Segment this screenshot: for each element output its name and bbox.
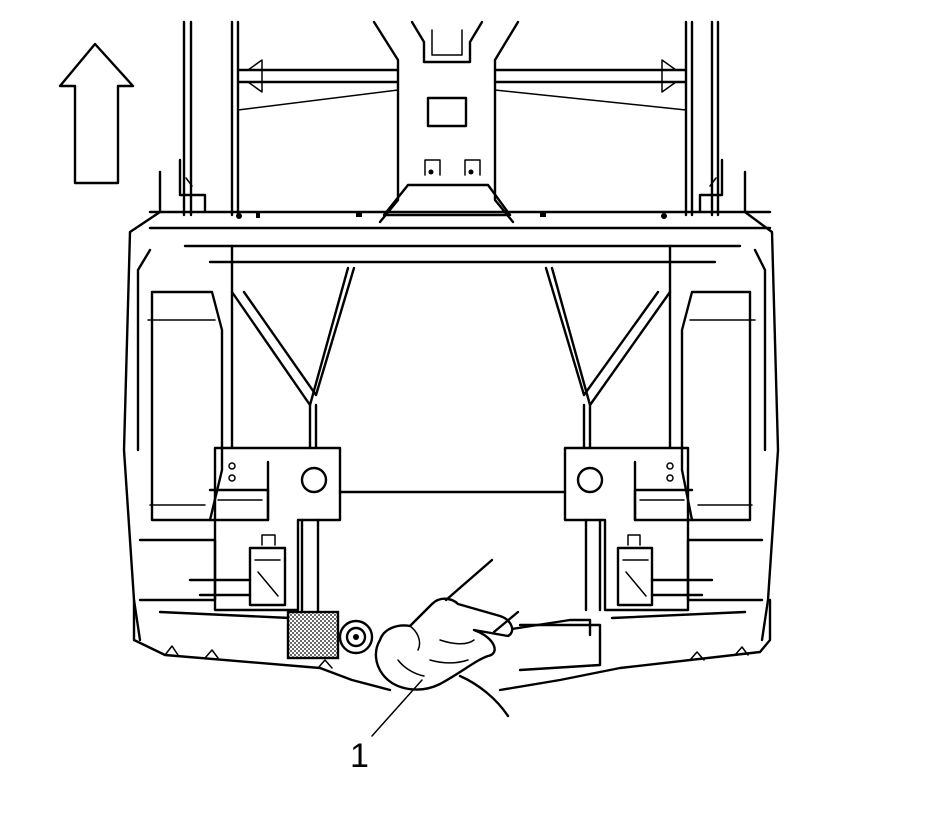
inner-rails — [230, 244, 672, 494]
right-side-structure — [680, 158, 780, 642]
upper-cross-members — [236, 59, 688, 111]
right-bracket — [563, 446, 714, 612]
hand-icon — [374, 558, 520, 718]
round-fitting — [338, 619, 374, 655]
front-cross-member — [148, 210, 772, 264]
callout-label: 1 — [350, 737, 369, 775]
left-bracket — [188, 446, 342, 632]
diagonal-braces — [230, 266, 672, 450]
up-arrow-icon — [58, 42, 135, 185]
lower-front-edge — [132, 598, 772, 692]
left-side-structure — [122, 158, 224, 642]
center-spine — [372, 20, 520, 224]
shaded-component — [286, 610, 340, 660]
frame-rails — [182, 20, 720, 217]
callout-1: 1 — [350, 679, 423, 775]
